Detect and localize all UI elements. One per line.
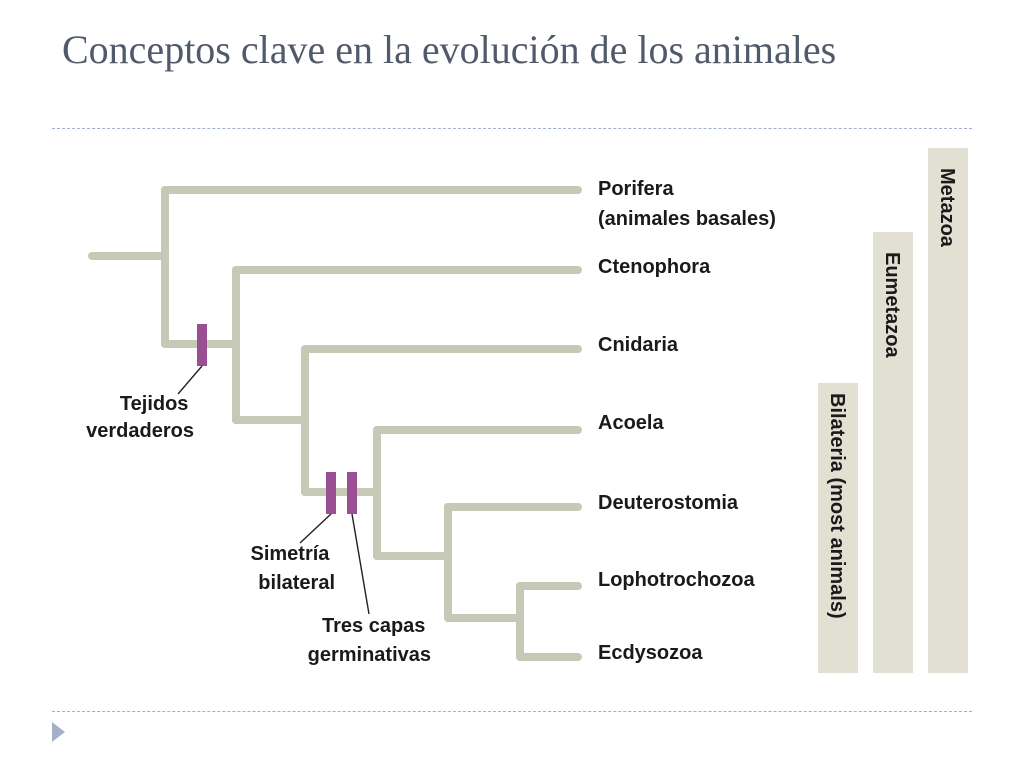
tick-germ-layers: [347, 472, 357, 514]
label-tissues: Tejidos verdaderos: [86, 393, 194, 442]
leader-tissues: [177, 365, 203, 395]
slide-title: Conceptos clave en la evolución de los a…: [62, 27, 837, 72]
clade-label-eumetazoa: Eumetazoa: [881, 252, 903, 358]
tree-branches: [88, 186, 582, 661]
taxon-ecdysozoa: Ecdysozoa: [598, 642, 703, 664]
taxon-lophotrochozoa: Lophotrochozoa: [598, 569, 756, 591]
taxon-porifera: Porifera (animales basales): [598, 178, 776, 230]
clade-bar-eumetazoa: [873, 232, 913, 673]
leader-germ-layers: [351, 513, 370, 615]
triangle-bullet-icon: [52, 722, 65, 742]
clade-bar-bilateria: [818, 383, 858, 673]
label-germ-layers: Tres capas germinativas: [308, 615, 431, 666]
label-symmetry: Simetría bilateral: [251, 543, 336, 594]
clade-label-bilateria: Bilateria (most animals): [826, 393, 848, 619]
tick-tissues: [197, 324, 207, 366]
clade-bar-metazoa: [928, 148, 968, 673]
taxon-acoela: Acoela: [598, 412, 664, 434]
taxon-deuterostomia: Deuterostomia: [598, 492, 739, 514]
tick-bilateral-symmetry: [326, 472, 336, 514]
clade-label-metazoa: Metazoa: [936, 168, 958, 248]
footer-divider: [52, 711, 972, 712]
taxon-ctenophora: Ctenophora: [598, 256, 711, 278]
taxon-cnidaria: Cnidaria: [598, 334, 679, 356]
title-divider: [52, 128, 972, 129]
leader-symmetry: [299, 513, 332, 544]
